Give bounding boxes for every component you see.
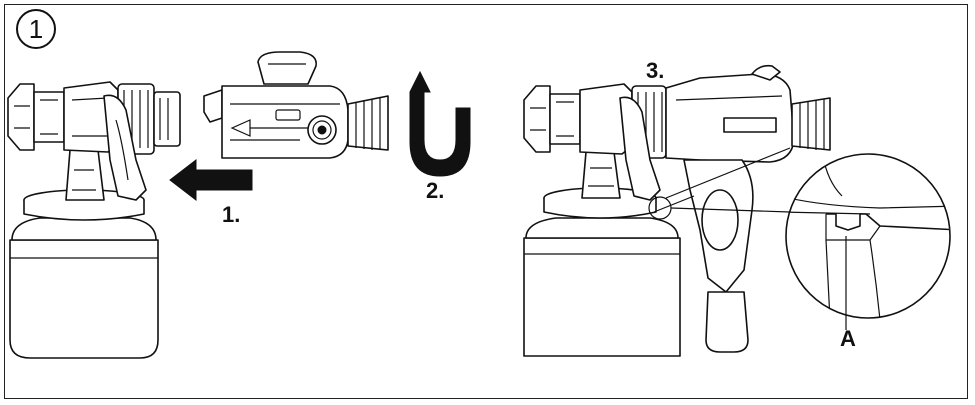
arrow-step-2 <box>409 70 471 177</box>
label-step-2: 2. <box>426 178 444 203</box>
middle-gun-body <box>203 51 389 159</box>
arrow-step-1 <box>169 158 253 202</box>
svg-text:1: 1 <box>29 14 43 44</box>
label-step-1: 1. <box>222 202 240 227</box>
detail-zoom-circle <box>785 153 951 330</box>
left-container-assembly <box>7 81 181 359</box>
label-step-3: 3. <box>646 58 664 83</box>
right-assembled-gun <box>523 64 831 357</box>
callout-label-a: A <box>840 326 856 351</box>
step-number-badge: 1 <box>16 9 56 49</box>
